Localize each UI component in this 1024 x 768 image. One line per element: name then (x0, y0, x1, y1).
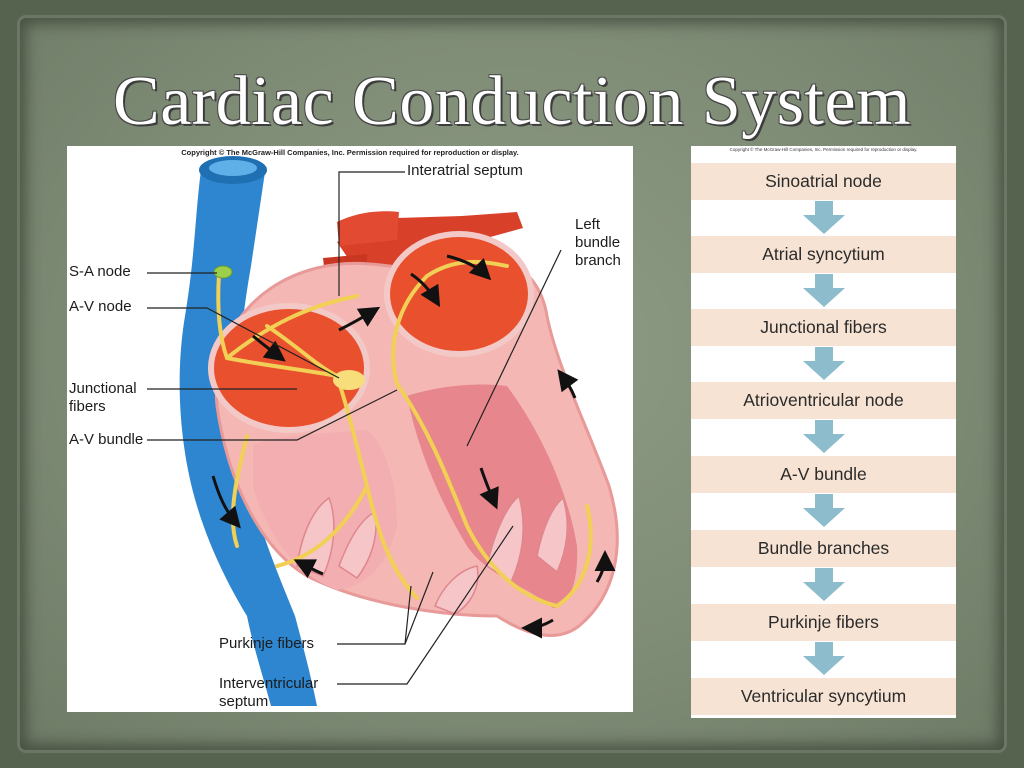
label-sa-node: S-A node (69, 263, 131, 280)
impulse-arrows (211, 254, 616, 639)
flow-step-ventricular-syncytium: Ventricular syncytium (691, 678, 956, 715)
flow-arrow-icon (803, 347, 845, 380)
flow-step-sinoatrial-node: Sinoatrial node (691, 163, 956, 200)
flow-arrow-icon (803, 201, 845, 234)
flow-step-bundle-branches: Bundle branches (691, 530, 956, 567)
flow-step-atrial-syncytium: Atrial syncytium (691, 236, 956, 273)
label-av-node: A-V node (69, 298, 132, 315)
label-av-bundle: A-V bundle (69, 431, 144, 448)
label-purkinje-fibers: Purkinje fibers (219, 635, 315, 652)
leader-lines (147, 171, 562, 685)
heart-diagram-panel: Copyright © The McGraw-Hill Companies, I… (67, 146, 633, 712)
heart-illustration (147, 156, 619, 706)
flowchart-copyright: Copyright © The McGraw-Hill Companies, I… (729, 147, 918, 152)
av-node-mark (333, 370, 365, 390)
flow-step-atrioventricular-node: Atrioventricular node (691, 382, 956, 419)
left-atrium (384, 231, 534, 357)
conduction-pathway (216, 260, 593, 608)
label-junctional-fibers: Junctional fibers (69, 380, 137, 415)
diagram-copyright: Copyright © The McGraw-Hill Companies, I… (181, 148, 519, 157)
flow-arrow-icon (803, 642, 845, 675)
conduction-flowchart: Copyright © The McGraw-Hill Companies, I… (691, 146, 956, 718)
flow-arrow-icon (803, 494, 845, 527)
flow-arrow-icon (803, 420, 845, 453)
flow-step-av-bundle: A-V bundle (691, 456, 956, 493)
slide-title: Cardiac Conduction System (113, 63, 911, 140)
flow-step-purkinje-fibers: Purkinje fibers (691, 604, 956, 641)
label-interatrial-septum: Interatrial septum (407, 162, 523, 179)
flow-arrow-icon (803, 568, 845, 601)
label-left-bundle-branch: Left bundle branch (575, 216, 621, 269)
sa-node-mark (213, 265, 233, 279)
flow-step-junctional-fibers: Junctional fibers (691, 309, 956, 346)
flow-arrow-icon (803, 274, 845, 307)
label-interventricular-septum: Interventricular septum (219, 675, 319, 710)
